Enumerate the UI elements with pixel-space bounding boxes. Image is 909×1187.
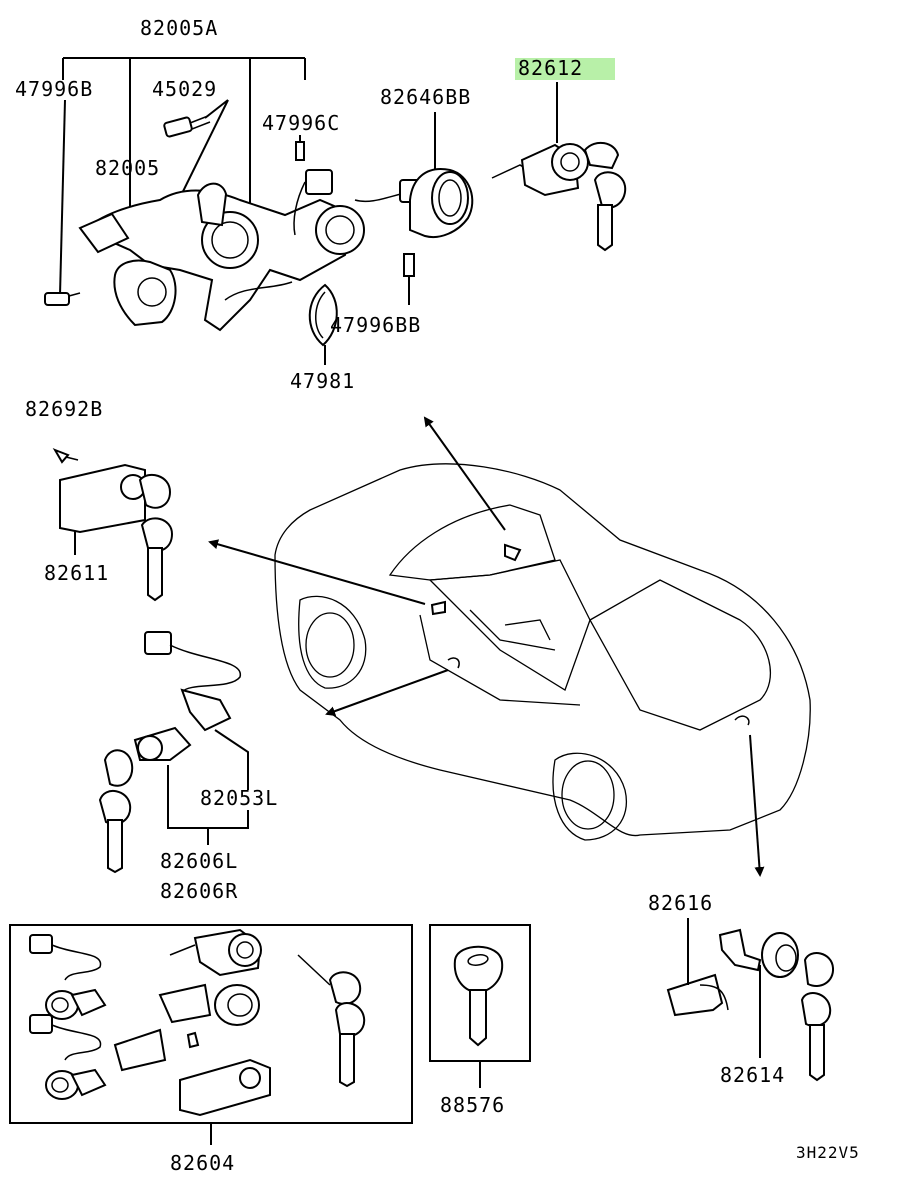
steering-lock-assembly (44, 57, 627, 365)
label-47996B: 47996B (15, 77, 93, 101)
label-82611: 82611 (44, 561, 109, 585)
label-82612: 82612 (518, 56, 583, 80)
label-82604: 82604 (170, 1151, 235, 1175)
car-outline (274, 463, 811, 841)
steering-lock-body-icon (78, 169, 365, 332)
door-lock-82606-icon (98, 631, 241, 874)
key-88576-box (429, 924, 531, 1062)
diagram-code: 3H22V5 (796, 1143, 860, 1162)
label-82616: 82616 (648, 891, 713, 915)
label-47981: 47981 (290, 369, 355, 393)
bolt-45029-icon (163, 115, 211, 138)
coil-82646BB-icon (354, 168, 474, 238)
label-82606L: 82606L (160, 849, 238, 873)
label-82606R: 82606R (160, 879, 238, 903)
label-82646BB: 82646BB (380, 85, 471, 109)
lock-kit-82604-box (9, 924, 413, 1124)
label-47996BB: 47996BB (330, 313, 421, 337)
label-88576: 88576 (440, 1093, 505, 1117)
label-82692B: 82692B (25, 397, 103, 421)
label-45029: 45029 (152, 77, 217, 101)
band-47981-icon (308, 283, 338, 347)
trunk-lock-82614-icon (666, 928, 835, 1082)
highlight-82612 (515, 58, 615, 80)
label-82005: 82005 (95, 156, 160, 180)
screw-47996C-icon (295, 141, 305, 161)
label-82005A: 82005A (140, 16, 218, 40)
glovebox-lock-82611-icon (52, 448, 174, 602)
ignition-cylinder-82612-icon (491, 141, 627, 252)
label-82614: 82614 (720, 1063, 785, 1087)
label-47996C: 47996C (262, 111, 340, 135)
screw-47996BB-icon (403, 253, 415, 277)
bolt-47996B-icon (44, 292, 81, 306)
label-82053L: 82053L (200, 786, 278, 810)
